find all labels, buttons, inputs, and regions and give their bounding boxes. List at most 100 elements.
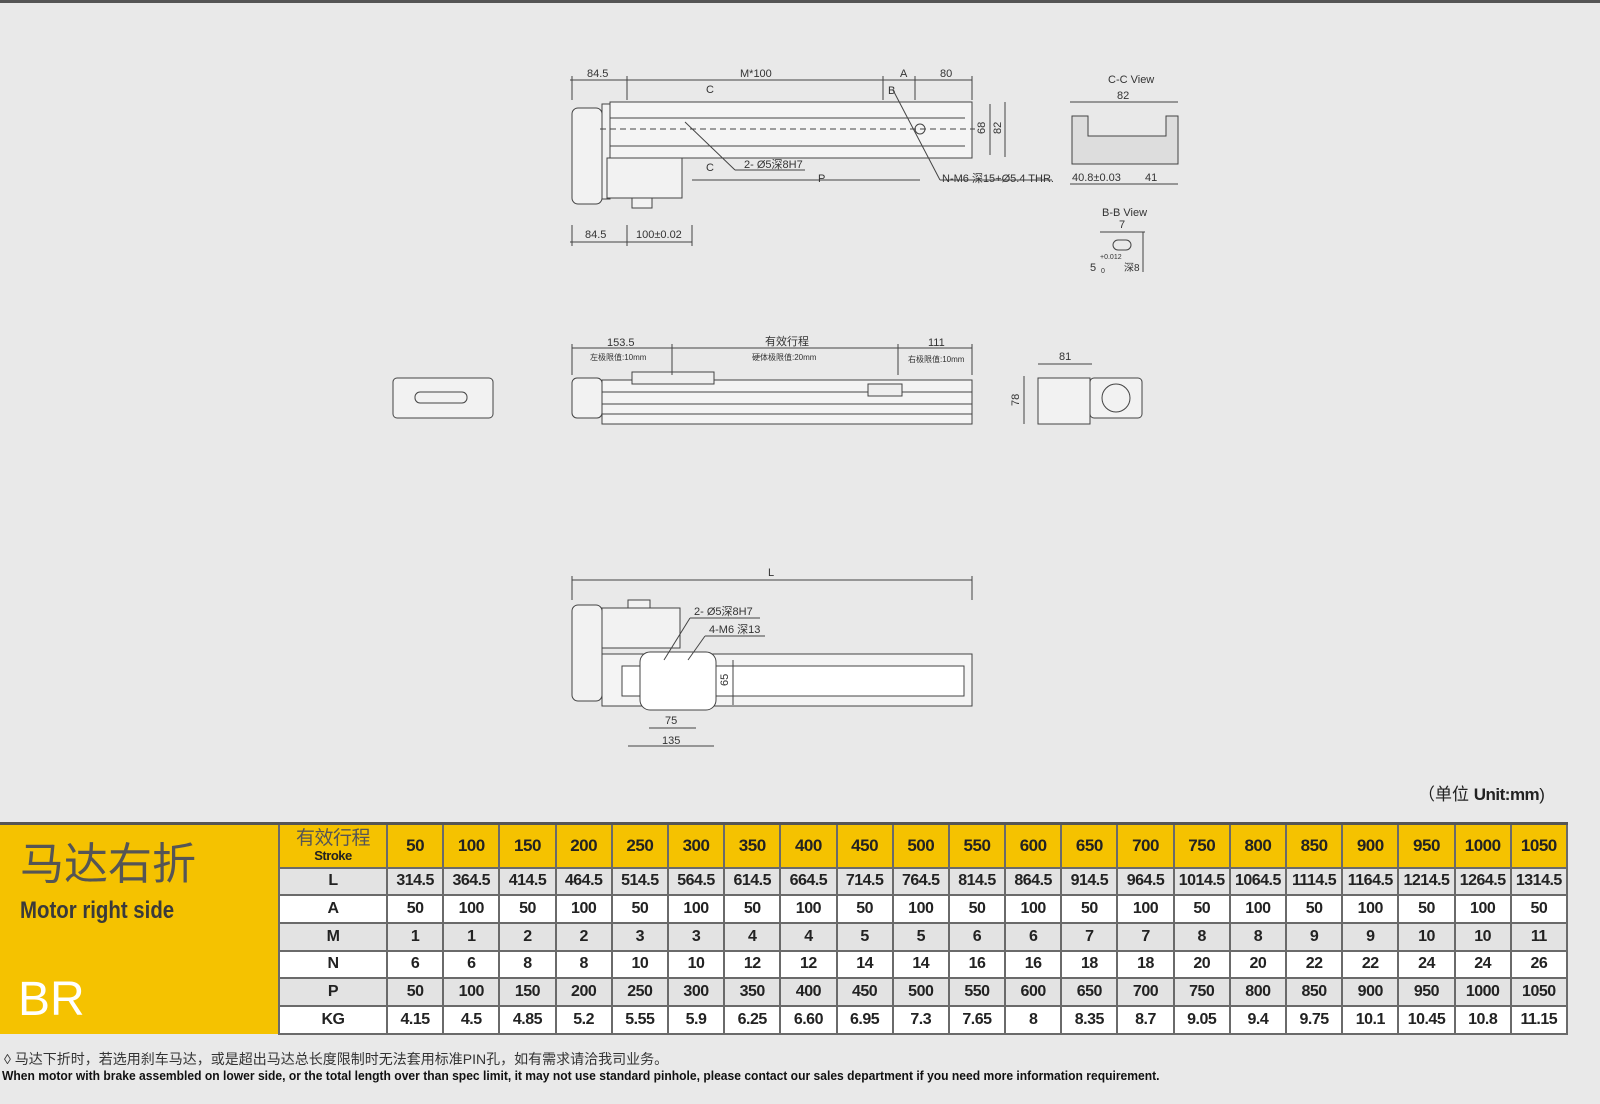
view-title: B-B View [1102, 207, 1147, 219]
callout-label: N-M6 深15+Ø5.4 THR. [942, 172, 1054, 185]
dim-label: L [768, 567, 774, 579]
note-en: When motor with brake assembled on lower… [2, 1068, 1160, 1083]
table-cell: 250 [610, 977, 669, 1007]
table-cell: 50 [835, 894, 894, 924]
table-cell: 9 [1284, 921, 1344, 952]
stroke-cell: 750 [1172, 822, 1231, 869]
table-cell: 4.15 [385, 1004, 445, 1035]
table-cell: 8 [1004, 1004, 1063, 1035]
table-cell: 50 [723, 894, 782, 924]
dim-label: 7 [1119, 219, 1125, 231]
table-cell: 5 [891, 921, 950, 952]
dim-label: 82 [1117, 90, 1129, 102]
stroke-cell: 150 [498, 822, 557, 869]
row-label: L [278, 866, 388, 897]
row-label: KG [278, 1004, 388, 1035]
table-cell: 10 [1397, 921, 1456, 952]
table-cell: 12 [723, 949, 782, 980]
dim-label: A [900, 68, 908, 80]
model-block: 马达右折 Motor right side BR [0, 822, 278, 1034]
dim-label: 80 [940, 68, 952, 80]
dim-label: 78 [1010, 394, 1022, 406]
stroke-cell: 500 [891, 822, 950, 869]
stroke-cell: 850 [1284, 822, 1344, 869]
table-cell: 10.1 [1341, 1004, 1400, 1035]
table-cell: 10.45 [1397, 1004, 1456, 1035]
table-cell: 9.75 [1284, 1004, 1344, 1035]
table-cell: 50 [1509, 894, 1568, 924]
table-cell: 16 [1004, 949, 1063, 980]
table-cell: 1 [385, 921, 445, 952]
table-cell: 6.25 [723, 1004, 782, 1035]
stroke-cell: 1050 [1509, 822, 1568, 869]
table-cell: 5 [835, 921, 894, 952]
table-cell: 6 [385, 949, 445, 980]
table-cell: 100 [442, 894, 501, 924]
stroke-cell: 100 [442, 822, 501, 869]
bb-section-view: B-B View 7 5 +0.012 0 深8 [1090, 207, 1147, 275]
table-cell: 100 [779, 894, 838, 924]
table-cell: 100 [1004, 894, 1063, 924]
table-cell: 5.55 [610, 1004, 669, 1035]
table-cell: 100 [891, 894, 950, 924]
technical-drawing: 84.5 M*100 A 80 B C C 2- Ø5深8H7 P N-M6 深… [392, 68, 1179, 747]
top-border [0, 0, 1600, 3]
table-cell: 3 [666, 921, 726, 952]
dim-label: 5 [1090, 262, 1096, 274]
table-cell: 650 [1060, 977, 1119, 1007]
table-cell: 400 [779, 977, 838, 1007]
view-title: C-C View [1108, 74, 1154, 86]
row-label: M [278, 921, 388, 952]
table-cell: 614.5 [723, 866, 782, 897]
table-cell: 8 [1228, 921, 1288, 952]
callout-label: 4-M6 深13 [709, 623, 760, 636]
table-cell: 8 [1172, 921, 1231, 952]
table-cell: 11.15 [1509, 1004, 1568, 1035]
limit-label: 右极限值:10mm [908, 354, 965, 364]
table-cell: 6 [442, 949, 501, 980]
model-name-en: Motor right side [20, 897, 175, 924]
row-label: N [278, 949, 388, 980]
table-cell: 1000 [1453, 977, 1512, 1007]
dim-label: M*100 [740, 68, 772, 80]
table-cell: 10.8 [1453, 1004, 1512, 1035]
section-label: C [706, 162, 714, 174]
table-cell: 4.5 [442, 1004, 501, 1035]
table-cell: 100 [554, 894, 613, 924]
table-cell: 1264.5 [1453, 866, 1512, 897]
table-cell: 100 [1341, 894, 1400, 924]
table-cell: 2 [554, 921, 613, 952]
table-cell: 1164.5 [1341, 866, 1400, 897]
stroke-cell: 250 [610, 822, 669, 869]
dim-label: 有效行程 [765, 334, 809, 348]
tolerance-lower: 0 [1101, 268, 1105, 275]
table-cell: 100 [666, 894, 726, 924]
table-cell: 1314.5 [1509, 866, 1568, 897]
section-label: C [706, 84, 714, 96]
stroke-cell: 350 [723, 822, 782, 869]
table-cell: 850 [1284, 977, 1344, 1007]
table-cell: 8 [498, 949, 557, 980]
table-cell: 814.5 [947, 866, 1007, 897]
table-cell: 750 [1172, 977, 1231, 1007]
table-cell: 714.5 [835, 866, 894, 897]
table-cell: 18 [1060, 949, 1119, 980]
stroke-cell: 200 [554, 822, 613, 869]
table-cell: 8.35 [1060, 1004, 1119, 1035]
limit-label: 硬体极限值:20mm [752, 352, 817, 362]
dim-label: 84.5 [585, 229, 606, 241]
unit-label: （单位 Unit:mm) [1418, 785, 1545, 804]
stroke-cell: 450 [835, 822, 894, 869]
table-cell: 8.7 [1116, 1004, 1175, 1035]
dim-label: 100±0.02 [636, 229, 682, 241]
table-cell: 9 [1341, 921, 1400, 952]
dim-label: 81 [1059, 351, 1071, 363]
dim-label: 84.5 [587, 68, 608, 80]
